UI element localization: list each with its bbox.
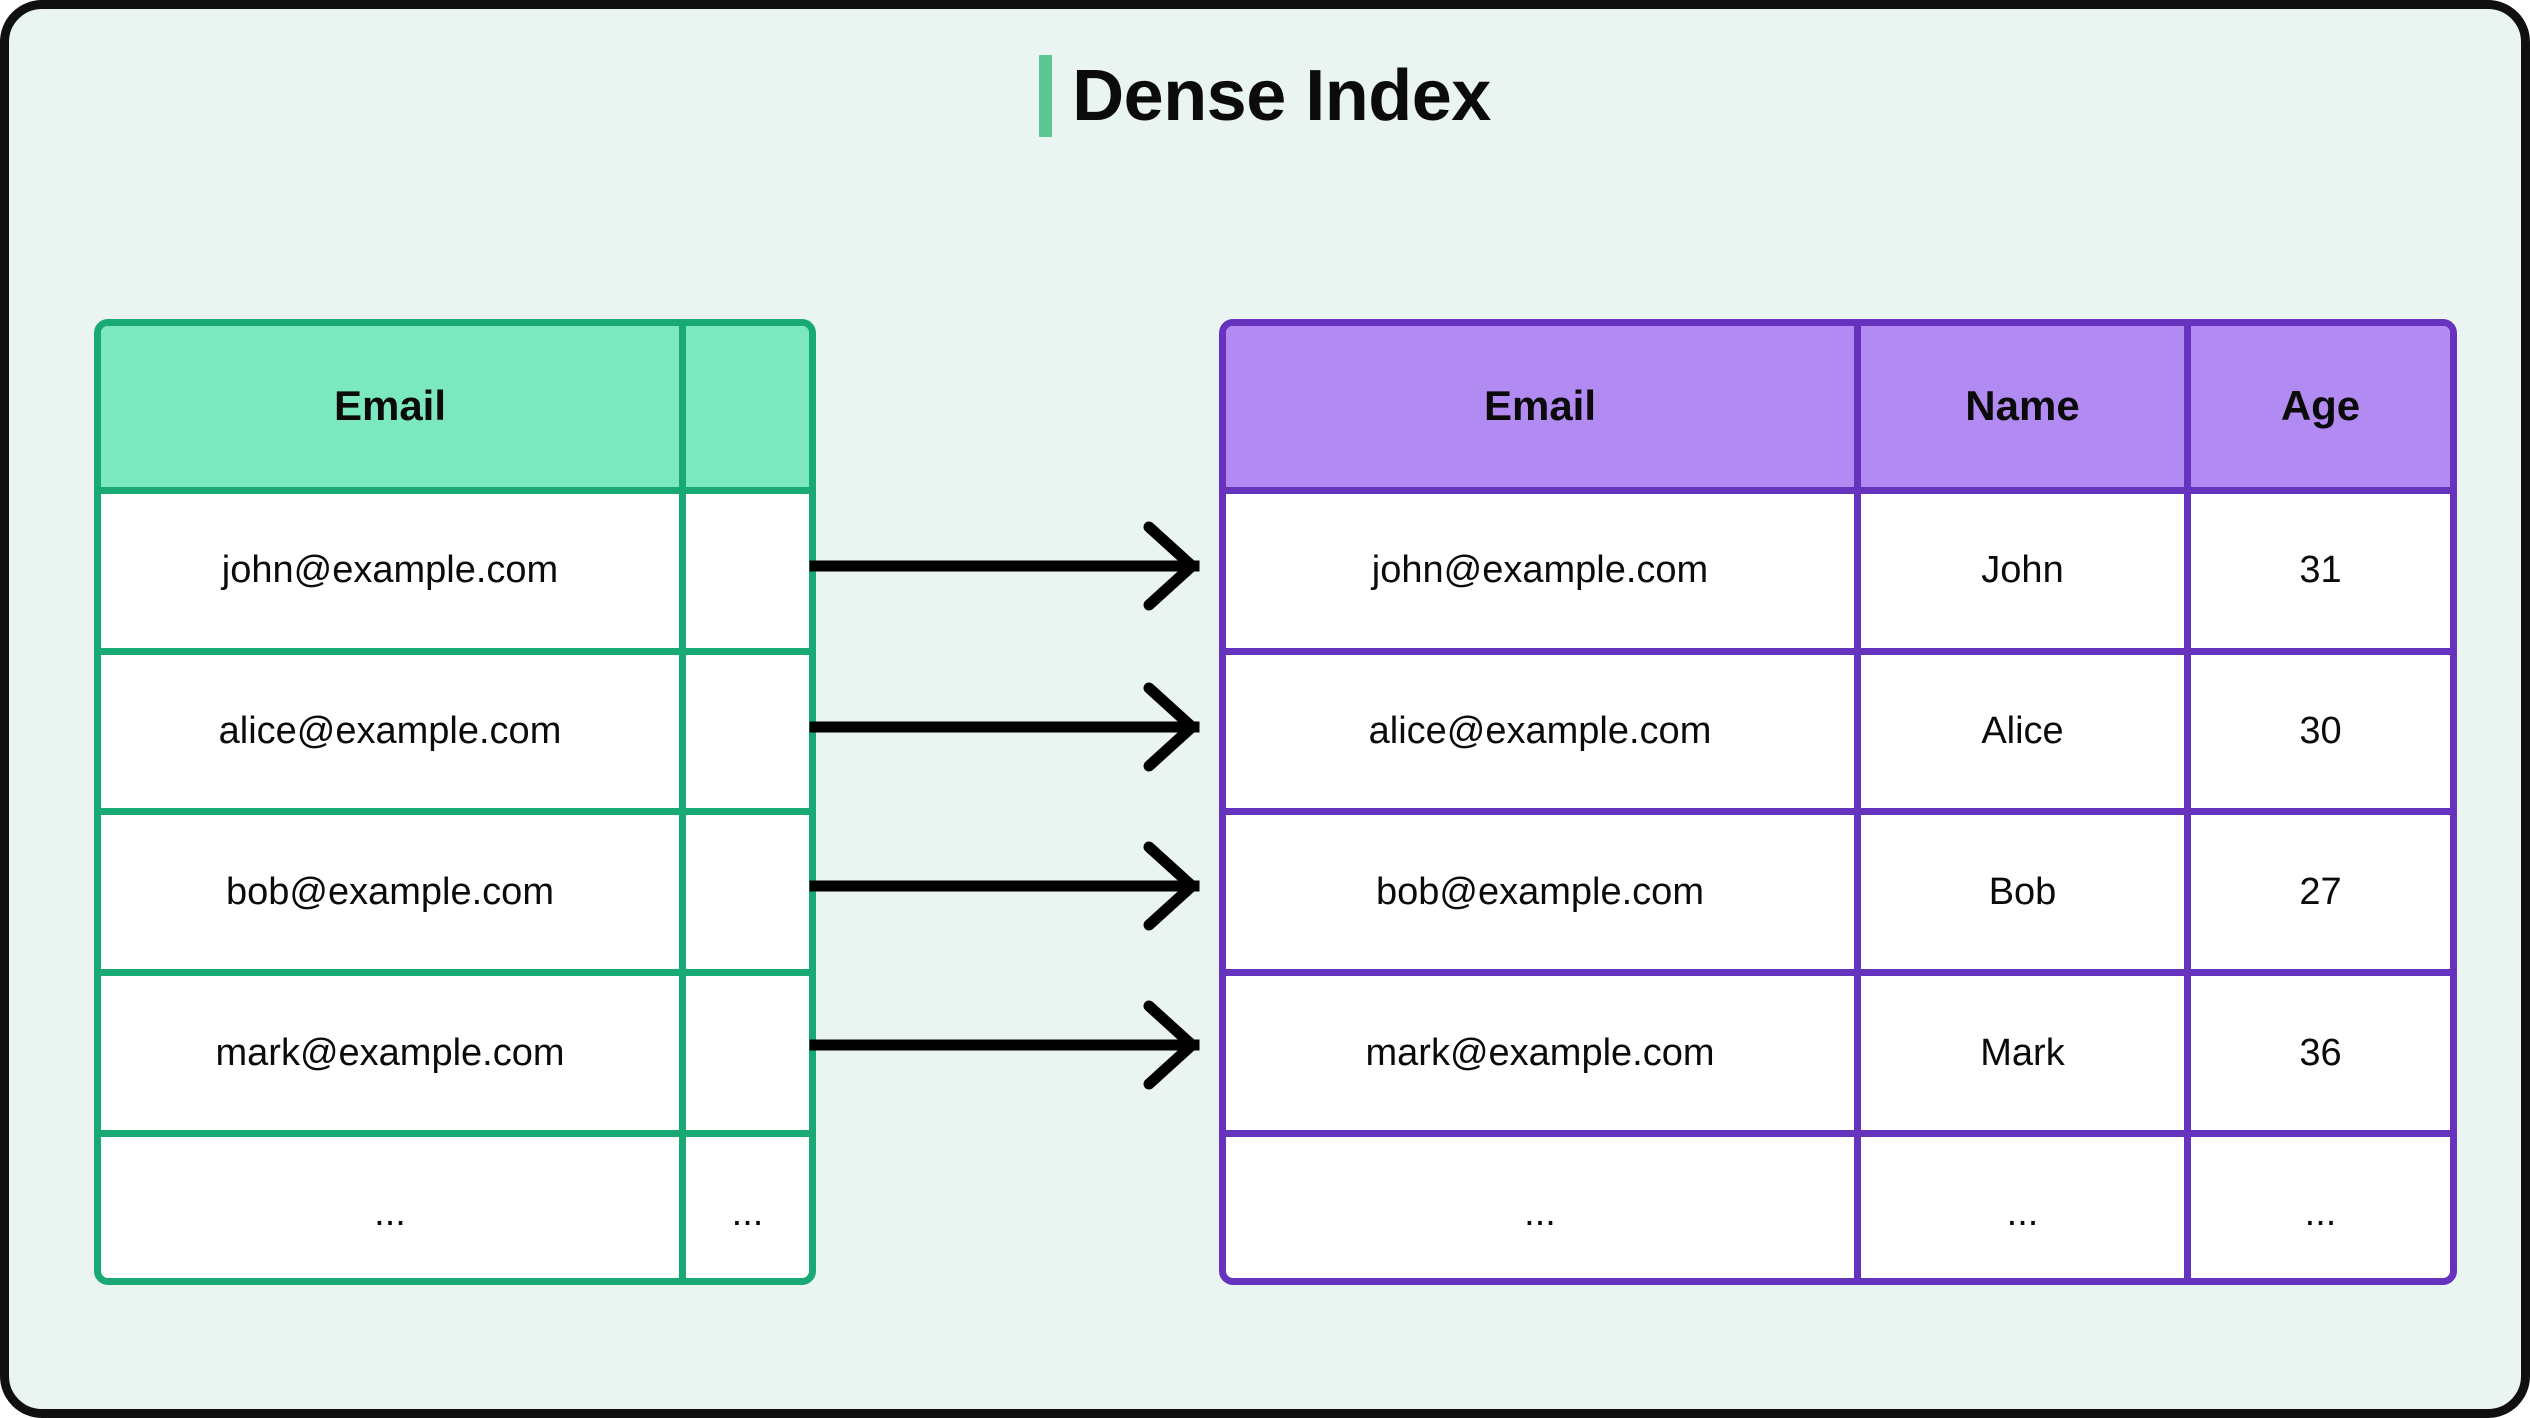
data-cell-age: 31 (2184, 493, 2450, 648)
index-table: Email john@example.com alice@example.com… (94, 319, 816, 1285)
index-cell-pointer (679, 493, 809, 648)
data-table-row[interactable]: john@example.com John 31 (1226, 486, 2450, 648)
data-cell-age-ellipsis: ... (2184, 1136, 2450, 1278)
data-cell-email: alice@example.com (1368, 709, 1712, 752)
index-cell-pointer (679, 815, 809, 970)
index-cell-email: alice@example.com (218, 709, 562, 752)
index-cell-email: john@example.com (221, 549, 559, 592)
index-cell-pointer (679, 976, 809, 1130)
data-table-row[interactable]: mark@example.com Mark 36 (1226, 969, 2450, 1130)
data-cell-name: Bob (1854, 815, 2184, 970)
data-cell-name-ellipsis: ... (1854, 1136, 2184, 1278)
index-table-header-row: Email (101, 326, 809, 487)
data-cell-age: 27 (2184, 815, 2450, 970)
data-cell-email: mark@example.com (1365, 1031, 1715, 1074)
data-header-name: Name (1854, 326, 2184, 487)
index-table-row[interactable]: john@example.com (101, 486, 809, 648)
index-cell-pointer-ellipsis: ... (679, 1136, 809, 1278)
pointer-arrow (809, 682, 1200, 772)
index-header-email: Email (333, 382, 447, 430)
data-cell-age: 36 (2184, 976, 2450, 1130)
index-header-pointer (679, 326, 809, 487)
data-cell-email-ellipsis: ... (1524, 1192, 1556, 1235)
pointer-arrow (809, 841, 1200, 931)
data-cell-age: 30 (2184, 654, 2450, 809)
data-header-email: Email (1483, 382, 1597, 430)
data-cell-name: John (1854, 493, 2184, 648)
pointer-arrow (809, 521, 1200, 611)
data-cell-email: bob@example.com (1376, 870, 1704, 913)
data-cell-name: Alice (1854, 654, 2184, 809)
data-table-header-row: Email Name Age (1226, 326, 2450, 487)
index-cell-email: mark@example.com (215, 1031, 565, 1074)
index-cell-email-ellipsis: ... (374, 1192, 406, 1235)
index-cell-pointer (679, 654, 809, 809)
page-title-text: Dense Index (1072, 56, 1491, 136)
data-cell-name: Mark (1854, 976, 2184, 1130)
data-header-age: Age (2184, 326, 2450, 487)
data-table-row[interactable]: bob@example.com Bob 27 (1226, 808, 2450, 970)
index-table-row-ellipsis: ... ... (101, 1129, 809, 1278)
pointer-arrow (809, 1000, 1200, 1090)
index-table-row[interactable]: mark@example.com (101, 969, 809, 1130)
data-table-row[interactable]: alice@example.com Alice 30 (1226, 647, 2450, 809)
index-table-row[interactable]: bob@example.com (101, 808, 809, 970)
page-title: Dense Index (9, 55, 2521, 137)
index-cell-email: bob@example.com (226, 870, 554, 913)
data-cell-email: john@example.com (1371, 549, 1709, 592)
data-table-row-ellipsis: ... ... ... (1226, 1129, 2450, 1278)
index-table-row[interactable]: alice@example.com (101, 647, 809, 809)
data-table: Email Name Age john@example.com John 31 … (1219, 319, 2457, 1285)
title-accent-bar (1039, 55, 1053, 137)
